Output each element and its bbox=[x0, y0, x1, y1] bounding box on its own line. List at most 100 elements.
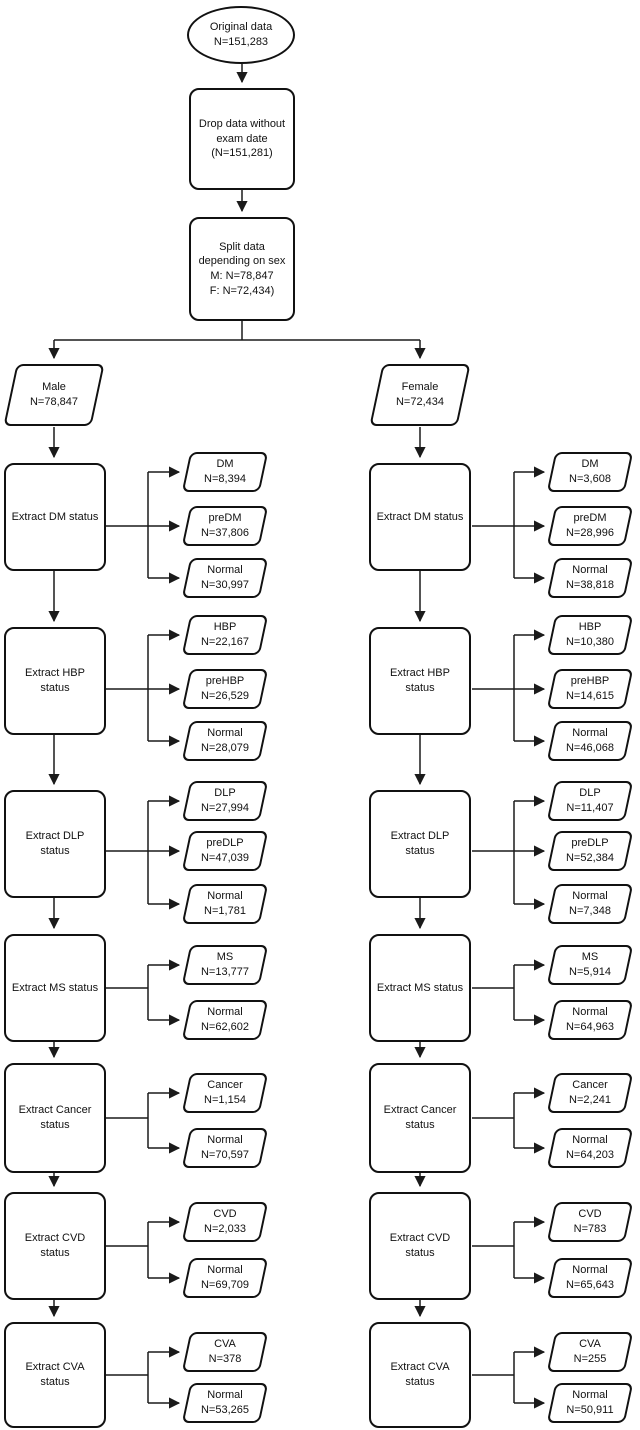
male-extract-dm-box: Extract DM status bbox=[4, 463, 106, 571]
drop-data-node: Drop data without exam date (N=151,281) bbox=[189, 88, 295, 190]
node-label: Cancer bbox=[207, 1079, 243, 1092]
node-label: depending on sex bbox=[198, 255, 286, 268]
female-extract-dlp-box: Extract DLP status bbox=[369, 790, 471, 898]
node-label: Normal bbox=[207, 890, 243, 903]
node-label: Extract Cancer bbox=[383, 1104, 457, 1117]
female-extract-ms-box: Extract MS status bbox=[369, 934, 471, 1042]
node-value: N=52,384 bbox=[565, 852, 614, 864]
center-connectors bbox=[48, 64, 426, 360]
node-label: Female bbox=[401, 381, 439, 394]
node-value: N=72,434 bbox=[395, 396, 444, 408]
node-label: Male bbox=[42, 381, 66, 394]
node-label: status bbox=[40, 1247, 70, 1259]
male-out-predlp: preDLP N=47,039 bbox=[181, 831, 269, 871]
node-value: N=5,914 bbox=[569, 966, 611, 978]
node-value: N=50,911 bbox=[566, 1404, 614, 1416]
female-out-ms: MS N=5,914 bbox=[546, 945, 634, 985]
node-label: preDLP bbox=[571, 837, 609, 850]
node-label: Split data bbox=[219, 240, 265, 253]
node-label: preDM bbox=[573, 512, 607, 525]
female-entry-node: Female N=72,434 bbox=[369, 364, 471, 426]
node-value: N=378 bbox=[208, 1353, 242, 1365]
node-label: MS bbox=[581, 951, 599, 964]
male-branch-connectors bbox=[106, 466, 181, 1409]
node-value: N=30,997 bbox=[200, 579, 249, 591]
node-label: Normal bbox=[207, 564, 243, 577]
female-extract-cancer-box: Extract Cancer status bbox=[369, 1063, 471, 1173]
node-value: N=1,781 bbox=[204, 905, 246, 917]
node-value: N=10,380 bbox=[565, 636, 614, 648]
node-value: N=64,203 bbox=[565, 1149, 614, 1161]
node-value: N=7,348 bbox=[569, 905, 611, 917]
node-label: status bbox=[40, 1119, 70, 1131]
node-label: preHBP bbox=[205, 675, 245, 688]
node-value: N=70,597 bbox=[200, 1149, 249, 1161]
node-value: N=783 bbox=[573, 1223, 607, 1235]
node-label: DM bbox=[581, 458, 599, 471]
female-out-dlp: DLP N=11,407 bbox=[546, 781, 634, 821]
node-label: Normal bbox=[572, 727, 608, 740]
node-value: N=62,602 bbox=[200, 1021, 249, 1033]
node-label: Extract DM status bbox=[376, 510, 464, 523]
split-data-node: Split data depending on sex M: N=78,847 … bbox=[189, 217, 295, 321]
node-label: Original data bbox=[209, 21, 273, 34]
node-label: DLP bbox=[214, 787, 236, 800]
node-label: status bbox=[40, 845, 70, 857]
node-label: Normal bbox=[572, 1134, 608, 1147]
node-label: CVA bbox=[579, 1338, 601, 1351]
node-value: N=14,615 bbox=[565, 690, 614, 702]
male-out-ms: MS N=13,777 bbox=[181, 945, 269, 985]
node-value: F: N=72,434) bbox=[209, 284, 275, 297]
node-value: N=78,847 bbox=[29, 396, 78, 408]
node-label: DM bbox=[216, 458, 234, 471]
node-value: N=22,167 bbox=[200, 636, 249, 648]
node-value: N=28,079 bbox=[200, 742, 249, 754]
node-label: CVA bbox=[214, 1338, 236, 1351]
node-label: status bbox=[40, 682, 70, 694]
node-label: Normal bbox=[207, 1006, 243, 1019]
node-value: N=27,994 bbox=[200, 802, 249, 814]
male-extract-hbp-box: Extract HBP status bbox=[4, 627, 106, 735]
male-extract-cva-box: Extract CVA status bbox=[4, 1322, 106, 1428]
node-label: DLP bbox=[579, 787, 601, 800]
male-extract-ms-box: Extract MS status bbox=[4, 934, 106, 1042]
node-label: preDLP bbox=[206, 837, 244, 850]
node-label: Drop data without bbox=[198, 118, 286, 131]
node-value: N=47,039 bbox=[200, 852, 249, 864]
node-value: N=2,241 bbox=[569, 1094, 611, 1106]
node-label: HBP bbox=[578, 621, 602, 634]
node-label: status bbox=[405, 1119, 435, 1131]
node-label: Extract DLP bbox=[25, 830, 85, 843]
node-label: CVD bbox=[213, 1208, 237, 1221]
node-label: Normal bbox=[207, 1134, 243, 1147]
node-value: N=13,777 bbox=[200, 966, 249, 978]
node-label: MS bbox=[216, 951, 234, 964]
node-label: Normal bbox=[572, 1389, 608, 1402]
node-label: status bbox=[405, 1247, 435, 1259]
node-value: N=8,394 bbox=[204, 473, 246, 485]
node-label: status bbox=[405, 1376, 435, 1388]
node-value: N=11,407 bbox=[566, 802, 614, 814]
male-extract-cvd-box: Extract CVD status bbox=[4, 1192, 106, 1300]
node-label: Extract HBP bbox=[25, 667, 85, 680]
node-label: Normal bbox=[572, 1264, 608, 1277]
male-out-dm: DM N=8,394 bbox=[181, 452, 269, 492]
node-label: Normal bbox=[207, 1264, 243, 1277]
